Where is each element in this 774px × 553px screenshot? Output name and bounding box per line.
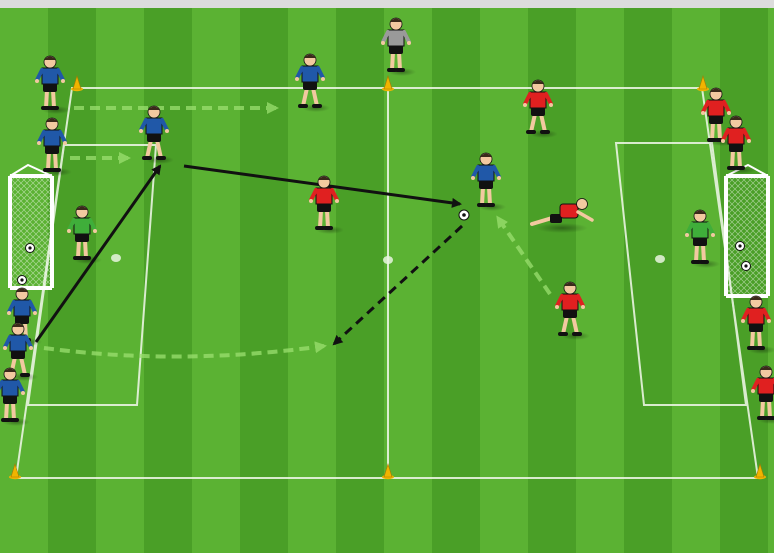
- spare-ball: [18, 276, 27, 285]
- right-goal: [726, 165, 768, 296]
- grass-stripe: [336, 8, 384, 553]
- spare-ball: [736, 242, 745, 251]
- left-penalty-spot: [111, 254, 121, 262]
- spare-ball: [742, 262, 751, 271]
- grass-stripe: [192, 8, 240, 553]
- grass-stripe: [240, 8, 288, 553]
- centre-spot: [383, 256, 393, 264]
- grass-stripe: [432, 8, 480, 553]
- right-penalty-spot: [655, 255, 665, 263]
- top-band: [0, 0, 774, 8]
- left-goal: [10, 165, 52, 288]
- grass-stripe: [96, 8, 144, 553]
- grass-stripe: [144, 8, 192, 553]
- match-ball: [459, 210, 469, 220]
- grass-stripe: [480, 8, 528, 553]
- grass-stripe: [576, 8, 624, 553]
- spare-ball: [26, 244, 35, 253]
